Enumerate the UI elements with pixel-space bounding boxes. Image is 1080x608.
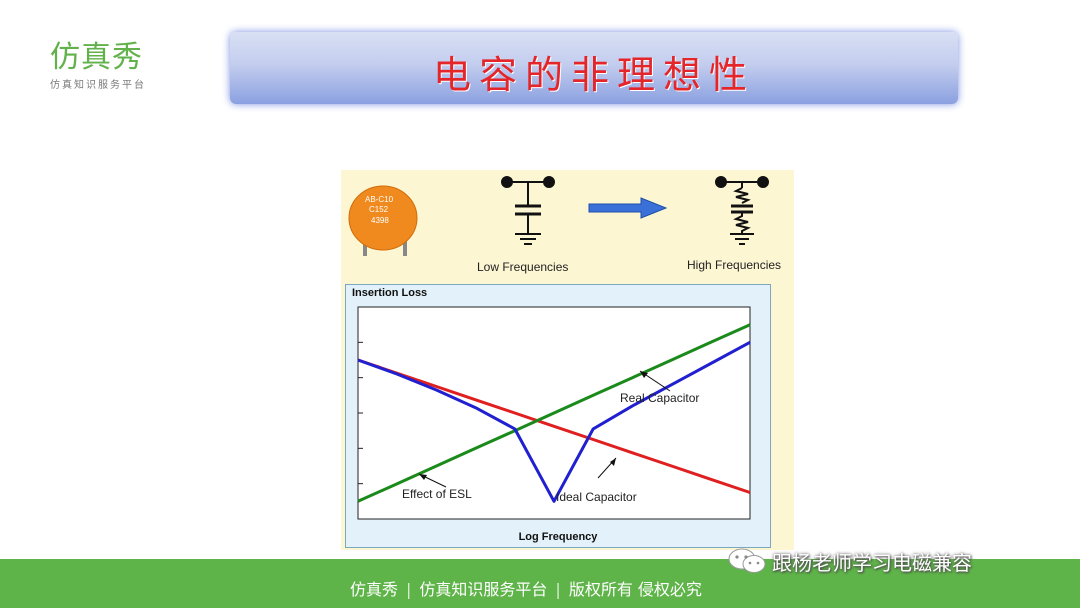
- footer-rights: 版权所有 侵权必究: [568, 580, 702, 599]
- capacitor-marking-3: 4398: [371, 216, 389, 225]
- insertion-loss-chart: Insertion Loss Real Capacitor Ideal Capa…: [345, 284, 771, 548]
- ideal-capacitor-symbol: [501, 176, 555, 245]
- x-axis-label: Log Frequency: [518, 531, 598, 543]
- footer-platform: 仿真知识服务平台: [419, 580, 548, 599]
- capacitor-marking-2: C152: [369, 205, 389, 214]
- series-line-real-capacitor: [357, 340, 751, 503]
- series-line-effect-of-esl: [357, 323, 751, 503]
- watermark-text: 跟杨老师学习电磁兼容: [772, 550, 972, 575]
- logo: 仿真秀 仿真知识服务平台: [40, 28, 175, 94]
- wechat-watermark: 跟杨老师学习电磁兼容: [726, 546, 972, 576]
- series-line-ideal-capacitor: [357, 358, 751, 494]
- real-capacitor-annotation: Real Capacitor: [620, 391, 699, 405]
- real-capacitor-symbol: [715, 176, 769, 245]
- slide-title: 电容的非理想性: [432, 53, 755, 97]
- logo-tagline: 仿真知识服务平台: [50, 80, 146, 91]
- ceramic-capacitor-icon: [348, 185, 418, 251]
- capacitor-schematic: AB-C10 C152 4398 Low Frequencies: [348, 176, 781, 274]
- footer-bar: 仿真秀|仿真知识服务平台|版权所有 侵权必究: [0, 559, 1080, 608]
- capacitor-marking-1: AB-C10: [365, 195, 394, 204]
- low-frequencies-label: Low Frequencies: [477, 260, 568, 274]
- chart-plot: Real Capacitor Ideal Capacitor Effect of…: [357, 306, 751, 520]
- high-frequencies-label: High Frequencies: [687, 258, 781, 272]
- footer-text: 仿真秀|仿真知识服务平台|版权所有 侵权必究: [350, 580, 702, 599]
- arrow-right-icon: [588, 197, 668, 219]
- esl-annotation: Effect of ESL: [402, 487, 472, 501]
- series-layer: [357, 323, 751, 503]
- ideal-capacitor-annotation: Ideal Capacitor: [556, 490, 637, 504]
- annotations: Real Capacitor Ideal Capacitor Effect of…: [402, 370, 699, 504]
- chart-title: Insertion Loss: [352, 287, 428, 299]
- logo-name: 仿真秀: [50, 40, 143, 75]
- y-axis-ticks: [358, 341, 363, 485]
- footer-brand: 仿真秀: [350, 580, 399, 599]
- wechat-icon: [728, 548, 766, 573]
- capacitor-figure: AB-C10 C152 4398 Low Frequencies: [341, 170, 794, 550]
- title-banner: 电容的非理想性: [230, 32, 958, 104]
